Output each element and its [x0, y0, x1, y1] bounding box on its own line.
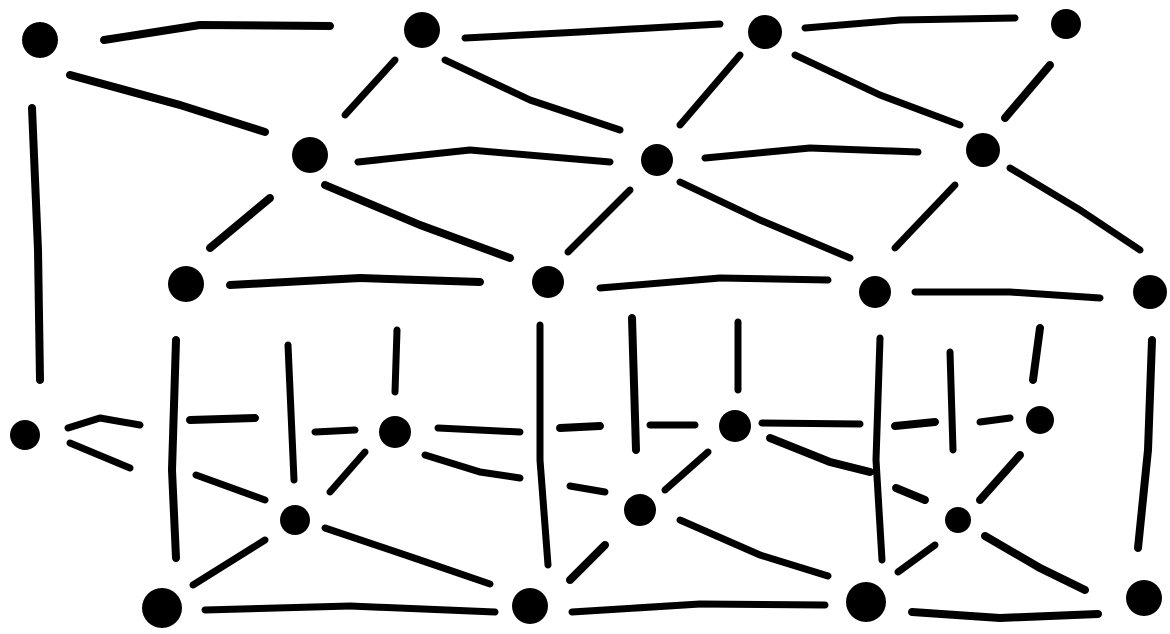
edge-stroke	[980, 418, 1010, 422]
edge-stroke	[795, 55, 960, 125]
edge-stroke	[665, 452, 708, 490]
edge-stroke	[438, 428, 520, 432]
graph-node	[846, 582, 886, 622]
graph-node	[142, 588, 182, 628]
edge-layer	[32, 18, 1152, 618]
edge-stroke	[465, 24, 720, 38]
edge-stroke	[445, 60, 620, 130]
edge-stroke	[705, 148, 918, 158]
edge-stroke	[805, 18, 1015, 28]
edge-stroke	[895, 185, 955, 248]
edge-stroke	[1010, 168, 1140, 250]
edge-stroke	[190, 418, 255, 420]
graph-node	[641, 144, 673, 176]
edge-stroke	[70, 443, 130, 468]
graph-node	[1026, 406, 1054, 434]
edge-stroke	[425, 455, 520, 478]
edge-stroke	[912, 612, 1098, 618]
edge-stroke	[205, 606, 495, 612]
graph-node	[10, 420, 40, 450]
edge-stroke	[985, 536, 1085, 590]
graph-node	[168, 266, 204, 302]
edge-stroke	[632, 318, 636, 450]
graph-node	[748, 15, 782, 49]
edge-stroke	[395, 330, 397, 392]
edge-stroke	[570, 486, 605, 492]
edge-stroke	[980, 455, 1020, 500]
edge-stroke	[895, 422, 935, 426]
edge-stroke	[600, 278, 828, 288]
edge-stroke	[172, 340, 176, 558]
graph-node	[1133, 275, 1167, 309]
edge-stroke	[770, 438, 870, 472]
edge-stroke	[680, 520, 828, 576]
edge-stroke	[876, 338, 882, 560]
edge-stroke	[540, 325, 548, 565]
edge-stroke	[950, 352, 953, 450]
edge-stroke	[288, 345, 294, 480]
edge-stroke	[762, 423, 860, 424]
edge-stroke	[325, 528, 490, 584]
edge-stroke	[680, 55, 740, 125]
edge-stroke	[572, 604, 825, 612]
graph-node	[404, 12, 440, 48]
graph-node	[945, 507, 971, 533]
graph-node	[280, 505, 310, 535]
edge-stroke	[1005, 65, 1050, 118]
graph-node	[966, 133, 1000, 167]
edge-stroke	[1033, 328, 1040, 380]
edge-stroke	[196, 475, 265, 500]
edge-stroke	[104, 25, 330, 40]
edge-stroke	[898, 545, 935, 572]
graph-node	[292, 137, 328, 173]
edge-stroke	[915, 292, 1100, 298]
edge-stroke	[230, 278, 480, 285]
edge-stroke	[680, 182, 850, 258]
graph-node	[22, 22, 58, 58]
edge-stroke	[70, 75, 265, 132]
edge-stroke	[560, 426, 600, 428]
edge-stroke	[1138, 340, 1152, 548]
edge-stroke	[32, 108, 40, 380]
edge-stroke	[325, 185, 510, 258]
graph-node	[859, 276, 891, 308]
edge-stroke	[210, 198, 270, 248]
graph-node	[379, 416, 411, 448]
graph-node	[532, 266, 564, 298]
edge-stroke	[315, 430, 355, 432]
edge-stroke	[193, 540, 265, 585]
graph-node	[1051, 9, 1081, 39]
edge-stroke	[345, 60, 395, 115]
graph-node	[512, 588, 548, 624]
edge-stroke	[568, 190, 630, 252]
graph-node	[719, 410, 751, 442]
graph-node	[1126, 580, 1162, 616]
edge-stroke	[570, 545, 605, 580]
edge-stroke	[68, 418, 140, 428]
edge-stroke	[330, 452, 365, 492]
node-layer	[10, 9, 1167, 628]
edge-stroke	[896, 488, 925, 500]
edge-stroke	[358, 150, 610, 162]
graph-node	[624, 494, 656, 526]
